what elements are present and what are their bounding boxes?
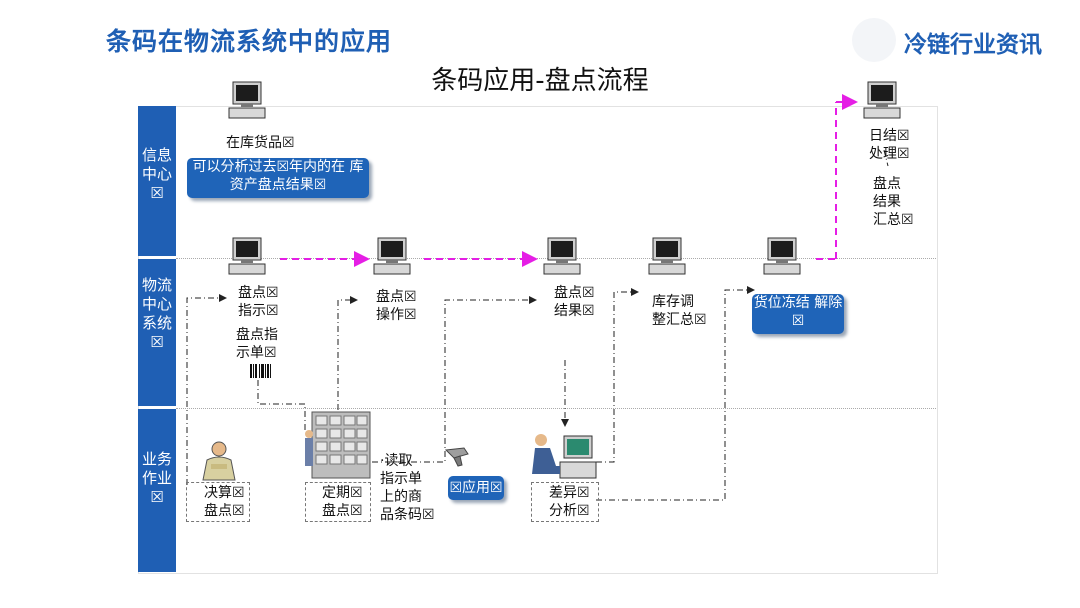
diagram-title: 条码应用-盘点流程: [431, 66, 649, 96]
computer-icon: [543, 237, 581, 275]
computer-icon: [228, 81, 266, 119]
node-diff-analysis: 差异☒ 分析☒: [549, 485, 590, 519]
lane-separator: [176, 408, 936, 409]
lane-bar-logistics: [138, 259, 176, 406]
callout-apply: ☒应用☒: [448, 476, 504, 500]
node-inventory-goods: 在库货品☒: [226, 135, 295, 151]
person-icon: [202, 441, 236, 481]
brand-logo-icon: [852, 18, 896, 62]
computer-icon: [228, 237, 266, 275]
node-count-summary: 盘点 结果 汇总☒: [873, 176, 914, 228]
node-count-result: 盘点☒ 结果☒: [554, 285, 595, 319]
lane-label-business: 业务作业☒: [141, 450, 172, 506]
settlement-count-box: [186, 482, 250, 522]
node-count-instruction: 盘点☒ 指示☒: [238, 285, 279, 319]
diff-analysis-box: [531, 482, 599, 522]
computer-icon: [373, 237, 411, 275]
node-periodic-count: 定期☒ 盘点☒: [322, 485, 363, 519]
lane-label-logistics: 物流中心系统☒: [141, 276, 172, 351]
periodic-count-box: [305, 482, 371, 522]
node-read-barcode: ·读取 指示单 上的商 品条码☒: [380, 453, 435, 523]
lane-label-info: 信息中心☒: [141, 146, 172, 202]
header-left-title: 条码在物流系统中的应用: [106, 27, 393, 56]
workstation-icon: [532, 434, 597, 479]
process-flow: [186, 149, 889, 501]
node-daily-process: 日结☒ 处理☒: [869, 128, 910, 162]
computer-icon: [763, 237, 801, 275]
magenta-flow: [280, 94, 858, 267]
computer-icon: [863, 81, 901, 119]
node-count-operation: 盘点☒ 操作☒: [376, 289, 417, 323]
barcode-scanner-icon: [444, 447, 469, 467]
callout-unfreeze: 货位冻结 解除☒: [752, 294, 844, 334]
barcode-icon: [250, 364, 271, 378]
node-settlement-count: 决算☒ 盘点☒: [204, 485, 245, 519]
header-right-title: 冷链行业资讯: [904, 32, 1042, 58]
shelf-icon: [305, 411, 371, 479]
callout-history-analysis: 可以分析过去☒年内的在 库资产盘点结果☒: [187, 158, 369, 198]
node-stock-adjust: 库存调 整汇总☒: [652, 294, 707, 328]
lane-bar-info: [138, 106, 176, 256]
lane-bar-business: [138, 409, 176, 572]
node-count-sheet: 盘点指 示单☒: [236, 327, 278, 361]
computer-icon: [648, 237, 686, 275]
